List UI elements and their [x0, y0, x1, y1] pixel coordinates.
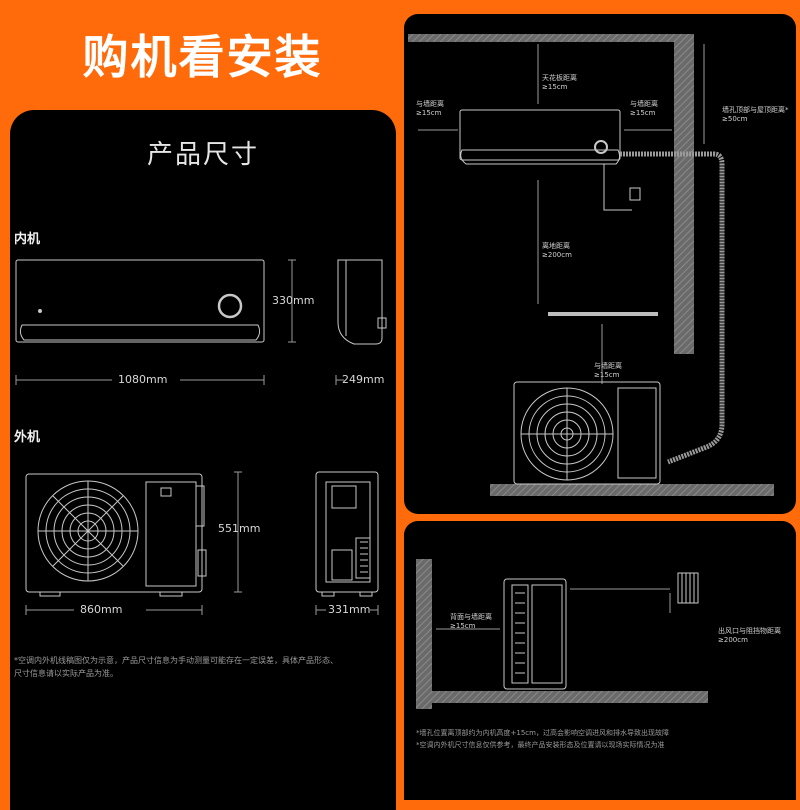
- indoor-depth-dimension: 249mm: [342, 373, 385, 386]
- side-wall: [416, 559, 432, 709]
- outdoor-unit: [513, 381, 661, 485]
- section-title: 产品尺寸: [146, 140, 259, 170]
- floor-clearance-label: 离地距离 ≥200cm: [542, 242, 572, 259]
- dimension-note: *空调内外机线稿图仅为示意，产品尺寸信息为手动测量可能存在一定误差，具体产品形态…: [14, 656, 338, 678]
- outdoor-width-dimension: 860mm: [80, 603, 123, 616]
- left-wall-clearance-label: 与墙距离 ≥15cm: [416, 100, 444, 117]
- outdoor-wall-clearance-label: 与墙距离 ≥15cm: [594, 362, 622, 379]
- installation-front-panel: 天花板距离 ≥15cm 与墙距离 ≥15cm 与墙距离 ≥15cm 墙孔顶部与屋…: [404, 14, 796, 514]
- outdoor-unit-front-drawing: [25, 473, 207, 597]
- outdoor-unit-side: [503, 578, 567, 690]
- hole-to-ceiling-label: 墙孔顶部与屋顶距离* ≥50cm: [722, 106, 789, 123]
- indoor-width-dimension: 1080mm: [118, 373, 168, 386]
- outlet-clearance-label: 出风口与阻挡物距离 ≥200cm: [718, 627, 781, 644]
- ceiling: [408, 34, 694, 42]
- indoor-unit-side-drawing: [337, 259, 387, 345]
- indoor-dimension-lines: [15, 259, 344, 385]
- obstacle: [677, 572, 699, 604]
- outdoor-depth-dimension: 331mm: [328, 603, 371, 616]
- indoor-unit: [459, 109, 621, 165]
- indoor-height-dimension: 330mm: [272, 294, 315, 307]
- dimension-drawings: [15, 259, 387, 615]
- outdoor-unit-side-drawing: [315, 471, 379, 597]
- back-wall-clearance-label: 背面与墙距离 ≥15cm: [450, 613, 492, 630]
- installation-front-drawing: [408, 34, 774, 496]
- side-ground: [432, 691, 708, 703]
- outdoor-unit-label: 外机: [14, 430, 41, 445]
- right-wall-clearance-label: 与墙距离 ≥15cm: [630, 100, 658, 117]
- wall: [674, 42, 694, 354]
- indoor-unit-front-drawing: [15, 259, 265, 343]
- installation-note: *墙孔位置离顶部约为内机高度+15cm，过高会影响空调进风和排水导致出现故障 *…: [416, 729, 669, 749]
- page-title: 购机看安装: [82, 30, 323, 84]
- ground: [490, 484, 774, 496]
- header: 购机看安装: [0, 0, 405, 108]
- indoor-unit-label: 内机: [14, 232, 41, 247]
- installation-side-drawing: [416, 559, 708, 709]
- ceiling-clearance-label: 天花板距离 ≥15cm: [542, 74, 577, 91]
- shelf: [548, 312, 658, 316]
- outdoor-dimension-lines: [25, 471, 379, 615]
- installation-side-panel: 背面与墙距离 ≥15cm 出风口与阻挡物距离 ≥200cm *墙孔位置离顶部约为…: [404, 521, 796, 800]
- product-dimensions-panel: 产品尺寸 内机 外机: [10, 110, 396, 810]
- outdoor-height-dimension: 551mm: [218, 522, 261, 535]
